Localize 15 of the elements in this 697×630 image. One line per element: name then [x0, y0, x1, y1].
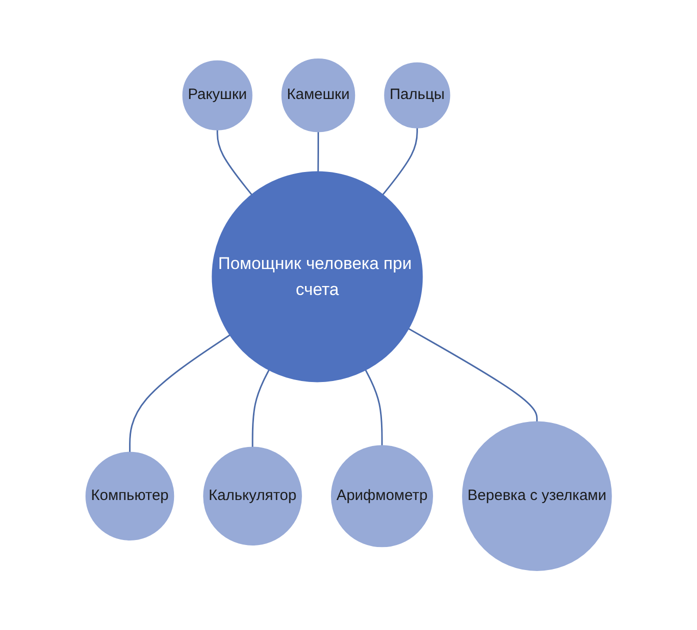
connector	[216, 130, 252, 196]
connector	[364, 370, 383, 446]
node-circle: Помощник человека при счета	[212, 171, 423, 382]
connector	[128, 334, 230, 453]
node-circle: Арифмометр	[330, 445, 433, 548]
connector	[382, 128, 418, 196]
node-circle: Веревка с узелками	[462, 421, 612, 572]
connector	[252, 370, 270, 448]
connector	[408, 328, 538, 422]
node-circle: Калькулятор	[202, 446, 302, 546]
node-circle: Ракушки	[182, 60, 252, 131]
node-circle: Пальцы	[384, 62, 450, 129]
node-circle: Камешки	[281, 58, 355, 132]
connector	[317, 132, 319, 172]
node-circle: Компьютер	[85, 452, 174, 541]
